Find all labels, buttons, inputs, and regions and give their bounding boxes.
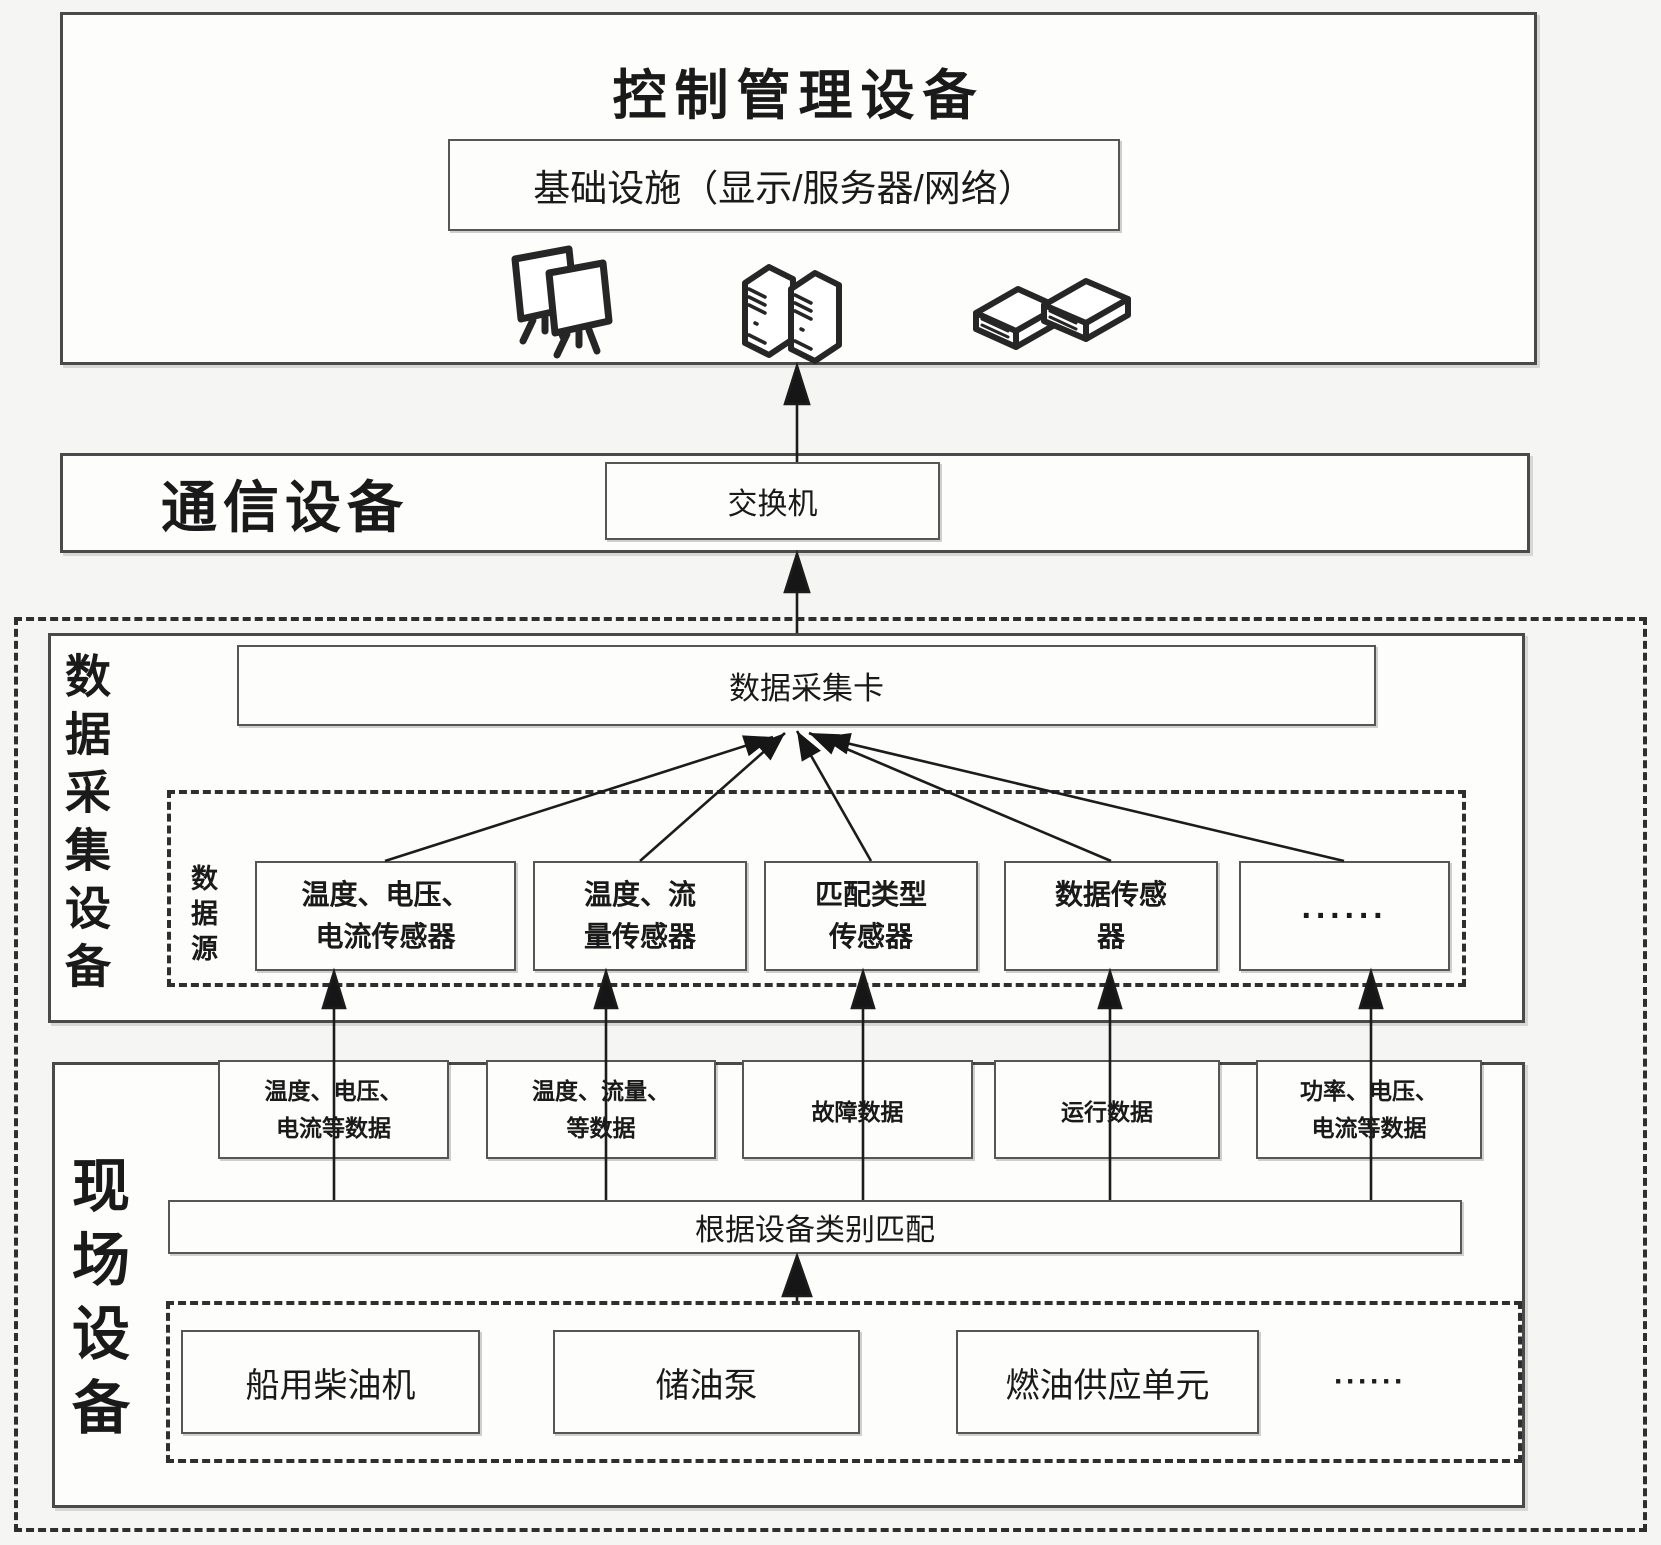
field-devices-dashed-box bbox=[166, 1301, 1522, 1463]
device-ellipsis: ······ bbox=[1334, 1365, 1406, 1398]
sensor-box: 数据传感 器 bbox=[1004, 861, 1218, 971]
control-management-section: 控制管理设备 基础设施（显示/服务器/网络） bbox=[60, 12, 1537, 365]
sensor-box-ellipsis: ······ bbox=[1239, 861, 1450, 971]
sensor-box: 温度、流 量传感器 bbox=[533, 861, 747, 971]
field-data-label-box: 温度、流量、 等数据 bbox=[486, 1060, 716, 1159]
daq-card-box: 数据采集卡 bbox=[237, 645, 1376, 726]
field-data-label-box: 功率、电压、 电流等数据 bbox=[1256, 1060, 1482, 1159]
field-data-label-box: 温度、电压、 电流等数据 bbox=[218, 1060, 449, 1159]
infrastructure-label: 基础设施（显示/服务器/网络） bbox=[533, 168, 1035, 209]
device-box: 船用柴油机 bbox=[181, 1330, 480, 1434]
sensor-box: 匹配类型 传感器 bbox=[764, 861, 978, 971]
infrastructure-box: 基础设施（显示/服务器/网络） bbox=[448, 139, 1120, 231]
field-data-label-box: 运行数据 bbox=[994, 1060, 1220, 1159]
lower-dashed-container bbox=[14, 617, 1647, 1532]
daq-card-label: 数据采集卡 bbox=[729, 671, 884, 706]
network-devices-icon bbox=[968, 267, 1138, 371]
control-management-title: 控制管理设备 bbox=[612, 66, 985, 126]
data-source-label: 数据源 bbox=[187, 864, 217, 969]
sensor-box: 温度、电压、 电流传感器 bbox=[255, 861, 516, 971]
field-equipment-side-label: 现场设备 bbox=[63, 1155, 128, 1451]
communication-label: 通信设备 bbox=[161, 475, 409, 539]
monitors-icon bbox=[503, 243, 639, 369]
servers-icon bbox=[735, 251, 885, 371]
data-acquisition-side-label: 数据采集设备 bbox=[59, 652, 111, 1000]
match-by-category-label: 根据设备类别匹配 bbox=[695, 1214, 935, 1247]
switch-box: 交换机 bbox=[605, 462, 940, 540]
switch-label: 交换机 bbox=[727, 488, 818, 521]
field-data-label-box: 故障数据 bbox=[742, 1060, 973, 1159]
device-box: 储油泵 bbox=[553, 1330, 860, 1434]
device-box: 燃油供应单元 bbox=[956, 1330, 1259, 1434]
match-by-category-box: 根据设备类别匹配 bbox=[168, 1200, 1462, 1254]
